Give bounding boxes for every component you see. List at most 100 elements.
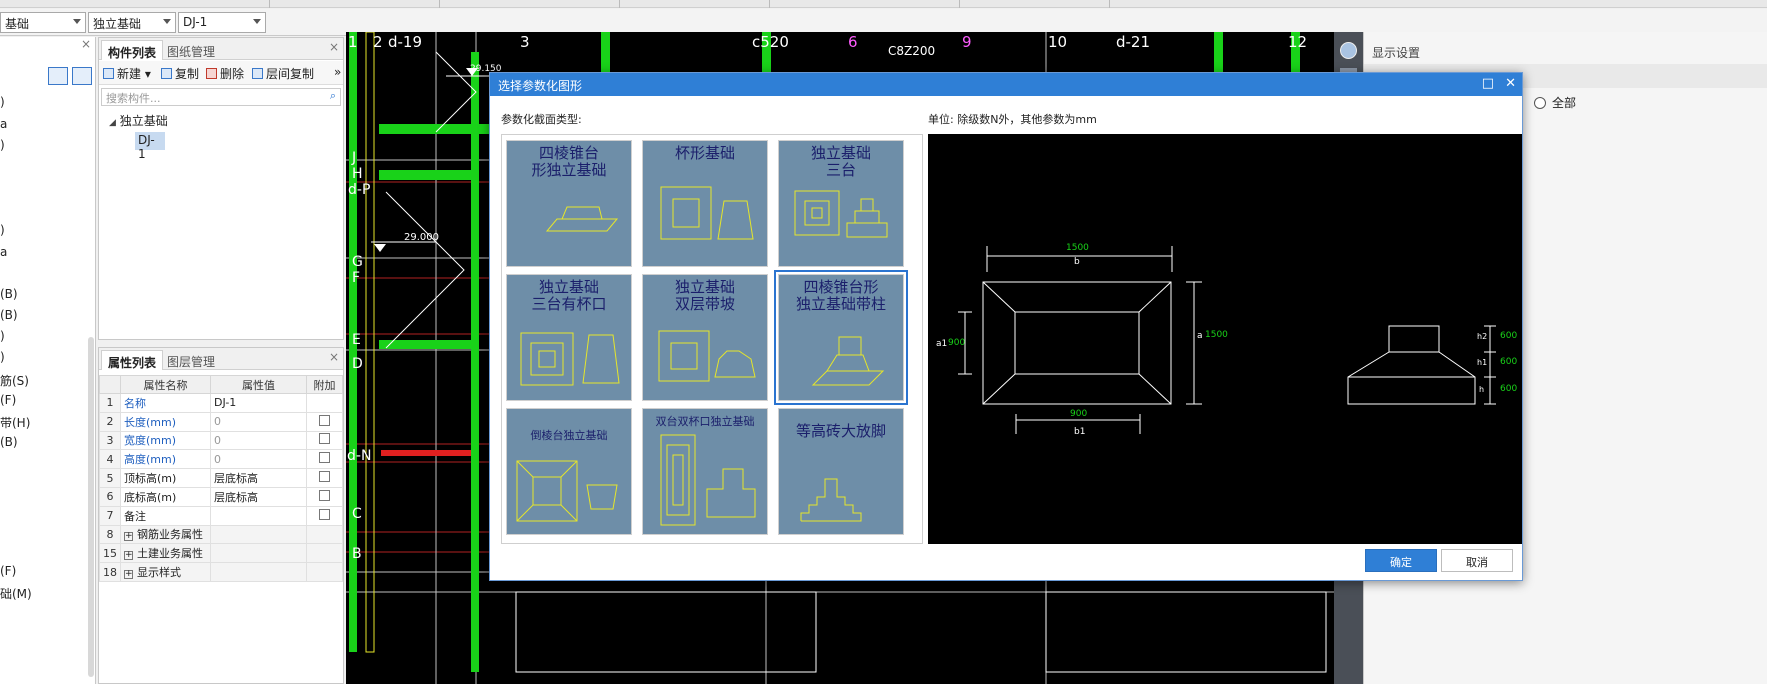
shape-thumbnail[interactable]: 独立基础 三台有杯口 (506, 274, 632, 401)
thumbnail-caption: 倒棱台独立基础 (530, 429, 608, 442)
delete-icon (206, 68, 217, 79)
expand-icon[interactable]: + (124, 569, 133, 580)
tree-node-selected[interactable]: DJ-1 (135, 132, 165, 161)
attach-checkbox[interactable] (319, 433, 330, 445)
nav-item[interactable]: a (0, 117, 8, 131)
attach-checkbox[interactable] (319, 414, 330, 426)
globe-icon[interactable] (1340, 42, 1357, 59)
close-icon[interactable]: × (80, 37, 91, 51)
shape-thumbnail-selected[interactable]: 四棱锥台形 独立基础带柱 (774, 270, 908, 405)
property-extra (306, 562, 343, 582)
floor-copy-icon (252, 68, 263, 79)
list-view-icon[interactable] (48, 67, 68, 85)
nav-item[interactable]: 带(H) (0, 416, 31, 430)
shape-thumbnail[interactable]: 独立基础 双层带坡 (642, 274, 768, 401)
cancel-button[interactable]: 取消 (1441, 549, 1513, 572)
maximize-icon[interactable]: □ (1481, 76, 1494, 91)
property-value[interactable]: 0 (210, 411, 307, 432)
nav-item[interactable]: (F) (0, 393, 17, 407)
nav-item[interactable]: (B) (0, 287, 18, 301)
property-value[interactable]: 0 (210, 449, 307, 470)
tree-node-root[interactable]: ◢ 独立基础 (109, 112, 168, 129)
attach-checkbox[interactable] (319, 489, 330, 501)
more-icon[interactable]: » (334, 65, 342, 79)
property-value[interactable] (210, 524, 307, 545)
property-value[interactable]: 层底标高 (210, 468, 307, 488)
property-value[interactable]: 0 (210, 430, 307, 451)
axis-label: F (352, 270, 361, 286)
property-value[interactable] (210, 505, 307, 526)
nav-item[interactable]: (B) (0, 308, 18, 322)
nav-item[interactable]: 础(M) (0, 587, 32, 601)
floor-copy-button[interactable]: 层间复制 (252, 65, 314, 82)
property-value[interactable]: 层底标高 (210, 486, 307, 507)
nav-item[interactable]: (B) (0, 435, 18, 449)
radio-icon[interactable] (1534, 97, 1546, 109)
nav-item[interactable]: ) (0, 95, 5, 109)
close-icon[interactable]: × (328, 350, 339, 364)
property-value[interactable] (210, 543, 307, 564)
nav-item[interactable]: ) (0, 223, 5, 237)
scrollbar[interactable] (88, 337, 94, 677)
shape-thumbnail[interactable]: 四棱锥台 形独立基础 (506, 140, 632, 267)
grid-view-icon[interactable] (72, 67, 92, 85)
menu-segment[interactable] (270, 0, 440, 8)
search-icon[interactable]: ⌕ (329, 89, 336, 102)
attach-checkbox[interactable] (319, 452, 330, 464)
nav-item[interactable]: ) (0, 138, 5, 152)
tab-property-list[interactable]: 属性列表 (101, 350, 164, 370)
category-select[interactable]: 基础 (0, 12, 86, 33)
dim-symbol: a1 (936, 339, 948, 349)
expand-icon[interactable]: + (124, 550, 133, 561)
table-row[interactable]: 8+钢筋业务属性 (99, 524, 343, 545)
dim-value: 600 (1500, 331, 1518, 341)
menu-segment[interactable] (440, 0, 620, 8)
attach-checkbox[interactable] (319, 471, 330, 483)
copy-button[interactable]: 复制 (161, 65, 199, 82)
new-label: 新建 (117, 67, 142, 81)
close-icon[interactable]: ✕ (1505, 76, 1516, 91)
menu-segment[interactable] (960, 0, 1110, 8)
menu-segment[interactable] (620, 0, 770, 8)
tab-drawing-management[interactable]: 图纸管理 (167, 45, 216, 59)
nav-item[interactable]: (F) (0, 564, 17, 578)
component-select[interactable]: DJ-1 (178, 12, 266, 33)
delete-button[interactable]: 删除 (206, 65, 244, 82)
table-row[interactable]: 15+土建业务属性 (99, 543, 343, 564)
expand-arrow-icon[interactable]: ◢ (109, 118, 116, 128)
confirm-button[interactable]: 确定 (1365, 549, 1437, 572)
property-name: 宽度(mm) (120, 430, 211, 451)
nav-item[interactable]: ) (0, 329, 5, 343)
nav-item[interactable]: 筋(S) (0, 374, 29, 388)
menu-segment[interactable] (770, 0, 960, 8)
attach-checkbox[interactable] (319, 508, 330, 520)
search-input[interactable]: 搜索构件... ⌕ (101, 88, 341, 106)
shape-thumbnail[interactable]: 倒棱台独立基础 (506, 408, 632, 535)
radio-all[interactable]: 全部 (1534, 94, 1764, 110)
close-icon[interactable]: × (328, 40, 339, 54)
expand-icon[interactable]: + (124, 531, 133, 542)
type-select[interactable]: 独立基础 (88, 12, 176, 33)
menu-segment[interactable] (140, 0, 270, 8)
nav-item[interactable]: ) (0, 350, 5, 364)
new-button[interactable]: 新建 ▾ (103, 65, 151, 82)
shape-thumbnail[interactable]: 杯形基础 (642, 140, 768, 267)
nav-item[interactable]: a (0, 245, 8, 259)
table-row[interactable]: 18+显示样式 (99, 562, 343, 582)
property-value[interactable]: DJ-1 (210, 393, 307, 413)
elevation-label: 29.000 (404, 232, 439, 243)
tab-component-list[interactable]: 构件列表 (101, 40, 164, 60)
shape-thumbnail[interactable]: 等高砖大放脚 (778, 408, 904, 535)
shape-thumbnail[interactable]: 双台双杯口独立基础 (642, 408, 768, 535)
tab-layer-management[interactable]: 图层管理 (167, 355, 216, 369)
shape-thumbnail[interactable]: 独立基础 三台 (778, 140, 904, 267)
property-value[interactable] (210, 562, 307, 582)
